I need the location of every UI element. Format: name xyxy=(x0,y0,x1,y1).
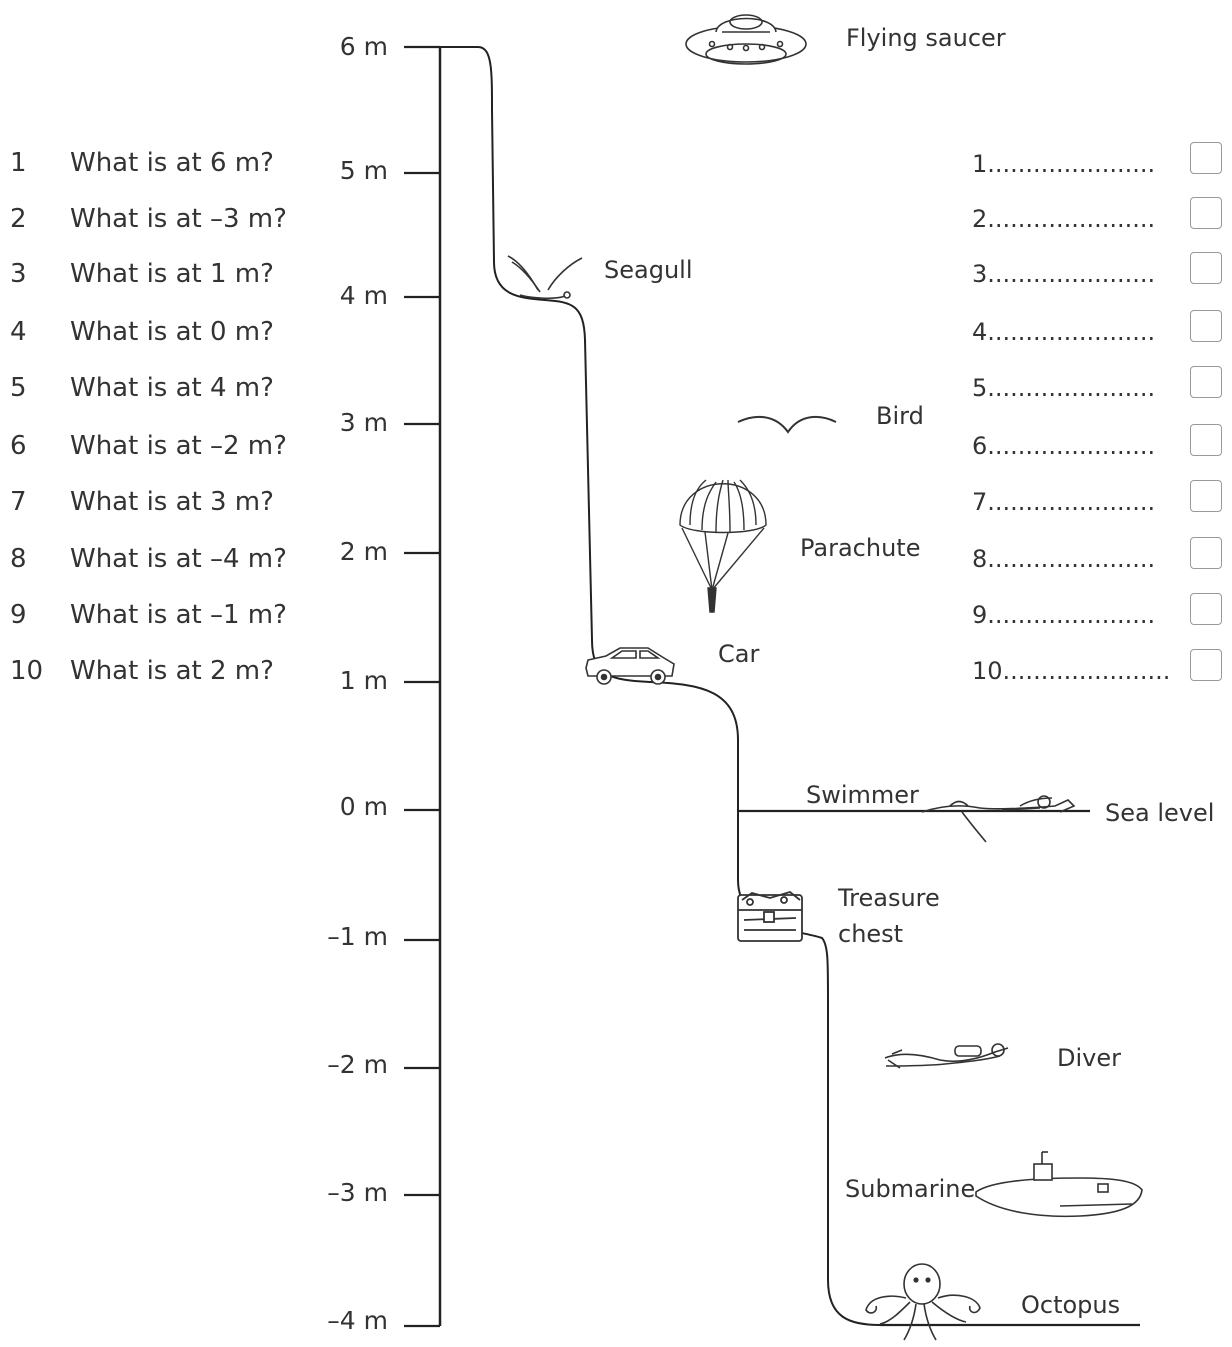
tick-label-1: 1 m xyxy=(339,666,388,695)
submarine-icon xyxy=(975,1151,1143,1218)
answer-checkbox-6[interactable] xyxy=(1190,424,1222,456)
bird-icon xyxy=(737,415,837,434)
tick-label-6: 6 m xyxy=(339,32,388,61)
answer-checkbox-9[interactable] xyxy=(1190,593,1222,625)
answer-line-5[interactable]: 5...................... xyxy=(972,374,1156,402)
answer-checkbox-5[interactable] xyxy=(1190,366,1222,398)
tick-label-0: 0 m xyxy=(339,792,388,821)
answer-line-8[interactable]: 8...................... xyxy=(972,545,1156,573)
answer-line-4[interactable]: 4...................... xyxy=(972,318,1156,346)
tick-label-5: 5 m xyxy=(339,156,388,185)
answer-checkbox-7[interactable] xyxy=(1190,480,1222,512)
answer-line-2[interactable]: 2...................... xyxy=(972,205,1156,233)
flying-saucer-icon xyxy=(685,14,807,65)
swimmer-label: Swimmer xyxy=(806,781,919,809)
tick-label-2: 2 m xyxy=(339,537,388,566)
submarine-label: Submarine xyxy=(845,1175,976,1203)
answer-checkbox-1[interactable] xyxy=(1190,142,1222,174)
diver-icon xyxy=(884,1043,1009,1069)
swimmer-icon xyxy=(921,795,1076,843)
answer-line-10[interactable]: 10...................... xyxy=(972,657,1171,685)
answer-line-3[interactable]: 3...................... xyxy=(972,260,1156,288)
parachute-label: Parachute xyxy=(800,534,921,562)
answer-line-9[interactable]: 9...................... xyxy=(972,601,1156,629)
tick-label-4: 4 m xyxy=(339,281,388,310)
answer-line-1[interactable]: 1...................... xyxy=(972,150,1156,178)
tick-label-minus-3: –3 m xyxy=(327,1178,388,1207)
octopus-label: Octopus xyxy=(1021,1291,1121,1319)
tick-label-minus-1: –1 m xyxy=(327,922,388,951)
car-icon xyxy=(585,647,675,685)
answer-checkbox-4[interactable] xyxy=(1190,310,1222,342)
car-label: Car xyxy=(718,640,760,668)
answer-checkbox-8[interactable] xyxy=(1190,537,1222,569)
string-path xyxy=(440,46,881,1326)
sea-level-label: Sea level xyxy=(1105,799,1215,827)
treasure-label-line1: Treasure xyxy=(838,884,940,912)
answer-checkbox-2[interactable] xyxy=(1190,197,1222,229)
answer-line-7[interactable]: 7...................... xyxy=(972,488,1156,516)
tick-label-minus-2: –2 m xyxy=(327,1050,388,1079)
parachute-icon xyxy=(679,479,767,613)
diver-label: Diver xyxy=(1057,1044,1121,1072)
treasure-chest-icon xyxy=(737,891,803,942)
flying-saucer-label: Flying saucer xyxy=(846,24,1006,52)
octopus-icon xyxy=(865,1263,981,1341)
treasure-label-line2: chest xyxy=(838,920,904,948)
seagull-icon xyxy=(507,255,583,300)
seagull-label: Seagull xyxy=(604,256,693,284)
answer-checkbox-3[interactable] xyxy=(1190,252,1222,284)
bird-label: Bird xyxy=(876,402,924,430)
answer-checkbox-10[interactable] xyxy=(1190,649,1222,681)
answer-line-6[interactable]: 6...................... xyxy=(972,432,1156,460)
tick-label-minus-4: –4 m xyxy=(327,1306,388,1335)
axis-ticks xyxy=(404,45,440,1328)
tick-label-3: 3 m xyxy=(339,408,388,437)
